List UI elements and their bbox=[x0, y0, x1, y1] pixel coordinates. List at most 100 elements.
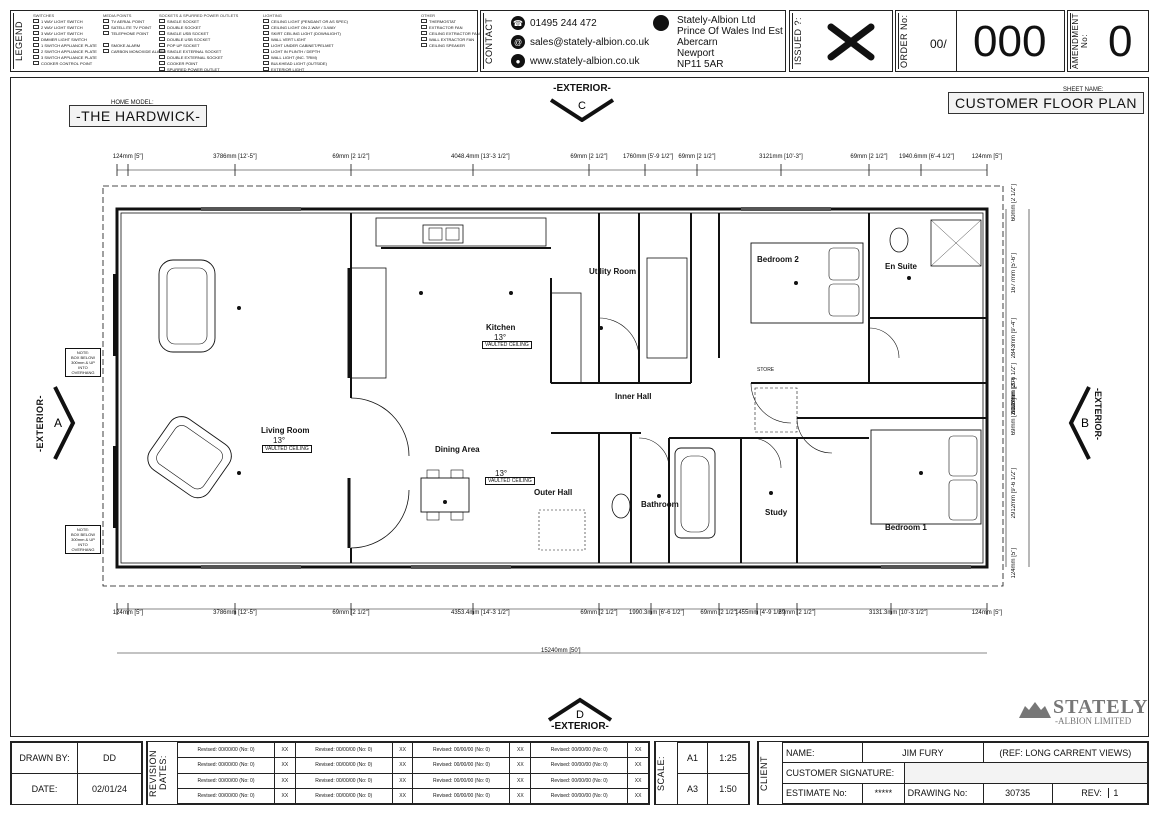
living-temp: 13° bbox=[273, 436, 286, 445]
dimension-label: 4048.4mm [13'-3 1/2"] bbox=[451, 154, 510, 160]
legend-symbol-icon bbox=[263, 19, 269, 23]
revision-entry: Revised: 00/00/00 (No: 0) bbox=[530, 787, 629, 805]
legend-item-label: LIGHT IN PLINTH / DEPTH bbox=[271, 48, 321, 54]
estimate-label: ESTIMATE No: bbox=[782, 782, 863, 805]
dimension-label: 1760mm [5'-9 1/2"] bbox=[623, 154, 674, 160]
dining-temp: 13° bbox=[495, 469, 508, 478]
legend-item-label: TV AERIAL POINT bbox=[111, 18, 145, 24]
exterior-b-letter: B bbox=[1081, 416, 1089, 430]
date-label: DATE: bbox=[11, 773, 78, 805]
brand-subtitle: -ALBION LIMITED bbox=[1055, 716, 1132, 726]
legend-symbol-icon bbox=[421, 19, 427, 23]
dimension-label: 124mm [5"] bbox=[112, 610, 144, 616]
revision-initials: XX bbox=[391, 757, 414, 774]
revision-entry: Revised: 00/00/00 (No: 0) bbox=[412, 772, 511, 789]
legend-item-label: CARBON MONOXIDE ALARM bbox=[111, 48, 166, 54]
floor-plan-drawing bbox=[102, 164, 1030, 654]
legend-column-title: LIGHTING bbox=[263, 13, 282, 18]
dimension-label: 3131.3mm [10'-3 1/2"] bbox=[869, 610, 928, 616]
exterior-d-letter: D bbox=[576, 709, 584, 721]
legend-item: WALL EXTRACTOR FAN bbox=[421, 36, 480, 42]
legend-item-label: SINGLE USB SOCKET bbox=[167, 30, 209, 36]
company-logo: STATELY -ALBION LIMITED bbox=[1015, 696, 1148, 727]
name-label: NAME: bbox=[782, 741, 863, 764]
revision-initials: XX bbox=[274, 741, 296, 759]
signature-field[interactable] bbox=[903, 762, 1149, 784]
legend-symbol-icon bbox=[263, 43, 269, 47]
legend-symbol-icon bbox=[263, 49, 269, 53]
exterior-b-label: -EXTERIOR- bbox=[1093, 388, 1103, 441]
legend-symbol-icon bbox=[159, 61, 165, 65]
legend-item: 2 SWITCH APPLIANCE PLATE bbox=[33, 48, 97, 54]
revision-initials: XX bbox=[509, 757, 532, 774]
note-label: NOTE: bbox=[76, 350, 90, 355]
legend-item-label: SMOKE ALARM bbox=[111, 42, 141, 48]
legend-item: DOUBLE USB SOCKET bbox=[159, 36, 238, 42]
revision-entry: Revised: 00/00/00 (No: 0) bbox=[294, 741, 393, 759]
legend-symbol-icon bbox=[33, 61, 39, 65]
legend-item: CEILING SPEAKER bbox=[421, 42, 480, 48]
legend-symbol-icon bbox=[263, 55, 269, 59]
client-panel: CLIENT NAME: JIM FURY (REF: LONG CARRENT… bbox=[757, 741, 1149, 805]
legend-item: 3 SWITCH APPLIANCE PLATE bbox=[33, 54, 97, 60]
revision-panel: REVISION DATES: Revised: 00/00/00 (No: 0… bbox=[146, 741, 650, 805]
globe-icon: ● bbox=[511, 54, 525, 68]
legend-item-label: CEILING SPEAKER bbox=[429, 42, 466, 48]
room-inner-hall: Inner Hall bbox=[615, 392, 652, 401]
location-icon bbox=[653, 15, 669, 31]
legend-symbol-icon bbox=[33, 25, 39, 29]
dimension-label: 2912mm [9'-6 1/2"] bbox=[1011, 468, 1017, 519]
legend-symbol-icon bbox=[421, 31, 427, 35]
revision-entry: Revised: 00/00/00 (No: 0) bbox=[176, 787, 276, 805]
legend-item: CEILING LIGHT ON 2-WAY / 3-WAY bbox=[263, 24, 348, 30]
email-icon: @ bbox=[511, 35, 525, 49]
dimension-label: 69mm [2 1/2"] bbox=[850, 154, 888, 160]
legend-item-label: BULKHEAD LIGHT (OUTSIDE) bbox=[271, 60, 327, 66]
legend-item-label: COOKER POINT bbox=[167, 60, 198, 66]
revision-initials: XX bbox=[274, 787, 296, 805]
home-model-caption: HOME MODEL: bbox=[111, 100, 154, 106]
legend-item-label: WALL LIGHT (INC. TRIM) bbox=[271, 54, 318, 60]
order-prefix: 00/ bbox=[930, 37, 947, 51]
client-name: JIM FURY bbox=[862, 741, 984, 764]
revision-entry: Revised: 00/00/00 (No: 0) bbox=[294, 787, 393, 805]
issued-panel: ISSUED ?: bbox=[789, 10, 893, 72]
room-en-suite: En Suite bbox=[885, 262, 918, 271]
legend-item: SKIRT CEILING LIGHT (DOWNLIGHT) bbox=[263, 30, 348, 36]
rev-cell: REV: 1 bbox=[1051, 782, 1149, 805]
order-label: ORDER No: bbox=[898, 13, 914, 69]
legend-item-label: DOUBLE SOCKET bbox=[167, 24, 202, 30]
legend-item: CARBON MONOXIDE ALARM bbox=[103, 48, 166, 54]
dimension-label: 124mm [5"] bbox=[112, 154, 144, 160]
dimension-label: 69mm [2 1/2"] bbox=[678, 154, 716, 160]
kitchen-ceiling-note: VAULTED CEILING bbox=[482, 341, 532, 349]
revision-initials: XX bbox=[627, 787, 649, 805]
dimension-label: 2843mm [9'-4"] bbox=[1011, 318, 1017, 359]
room-utility: Utility Room bbox=[589, 267, 637, 276]
legend-item: TV AERIAL POINT bbox=[103, 18, 166, 24]
legend-symbol-icon bbox=[263, 67, 269, 71]
legend-item-label: 3 WAY LIGHT SWITCH bbox=[41, 30, 83, 36]
dimension-label: 124mm [5"] bbox=[1011, 548, 1017, 579]
legend-item: COOKER POINT bbox=[159, 60, 238, 66]
legend-item: 1 WAY LIGHT SWITCH bbox=[33, 18, 97, 24]
amendment-label: AMENDMENT No: bbox=[1070, 12, 1089, 69]
legend-symbol-icon bbox=[103, 31, 109, 35]
legend-symbol-icon bbox=[103, 43, 109, 47]
dimension-label: 69mm [2 1/2"] bbox=[580, 610, 618, 616]
legend-item-label: SINGLE EXTERNAL SOCKET bbox=[167, 48, 222, 54]
overall-length: 15240mm [50'] bbox=[541, 648, 581, 654]
rev-value: 1 bbox=[1108, 788, 1118, 799]
legend-symbol-icon bbox=[159, 25, 165, 29]
note-label: NOTE: bbox=[76, 527, 90, 532]
amendment-number: 0 bbox=[1108, 17, 1133, 66]
phone-number: 01495 244 472 bbox=[530, 17, 597, 29]
issued-label: ISSUED ?: bbox=[792, 13, 806, 69]
floor-plan-frame: HOME MODEL: -THE HARDWICK- SHEET NAME: C… bbox=[10, 77, 1149, 737]
legend-symbol-icon bbox=[159, 49, 165, 53]
web-address: www.stately-albion.co.uk bbox=[530, 55, 640, 67]
legend-item-label: CEILING EXTRACTOR FAN bbox=[429, 30, 480, 36]
note-left-lower: NOTE: BOX BELOW 300mm & UP INTO OVERHANG bbox=[65, 525, 101, 554]
revision-initials: XX bbox=[391, 787, 414, 805]
dimension-label: 1677mm [5'-6"] bbox=[1011, 253, 1017, 294]
